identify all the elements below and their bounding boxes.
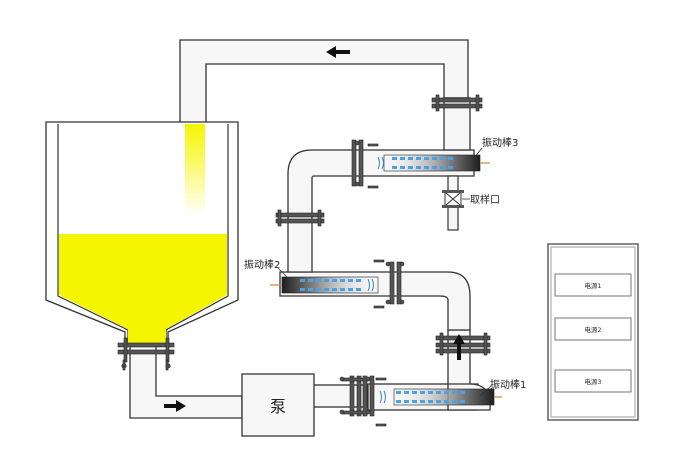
vibrator-2-pipe [270,271,471,331]
power-unit-3-label: 电源3 [584,377,601,386]
sampling-valve-icon [442,190,464,208]
power-unit-2-label: 电源2 [584,325,601,334]
pump-outlet-flange [339,375,369,417]
power-unit-2: 电源2 [554,317,632,341]
pump-label: 泵 [270,397,286,416]
flow-arrow-up-icon [453,334,465,360]
vibrator-1-pipe [367,329,502,411]
tank-outlet-flange [117,337,175,371]
upper-flanges [275,94,483,227]
pump: 泵 [241,373,315,437]
vibrator-1-label: 振动棒1 [490,378,526,391]
power-unit-1: 电源1 [554,273,632,297]
vibrator-3-label: 振动棒3 [482,136,518,149]
power-unit-3: 电源3 [554,369,632,393]
vibrator-3-pipe [287,97,490,273]
vibrator-2-label: 振动棒2 [244,258,280,271]
vibrator-2-flange [373,259,405,309]
return-arrow-icon [326,46,350,58]
power-cabinet: 电源1 电源2 电源3 [547,243,639,421]
tank [45,121,239,345]
flow-arrow-bottom-icon [164,400,186,412]
sampling-port-label: 取样口 [470,193,500,206]
return-pipe [179,39,469,126]
power-unit-1-label: 电源1 [584,281,601,290]
riser-flange [435,332,491,356]
vibrator-1-flange [362,375,387,427]
